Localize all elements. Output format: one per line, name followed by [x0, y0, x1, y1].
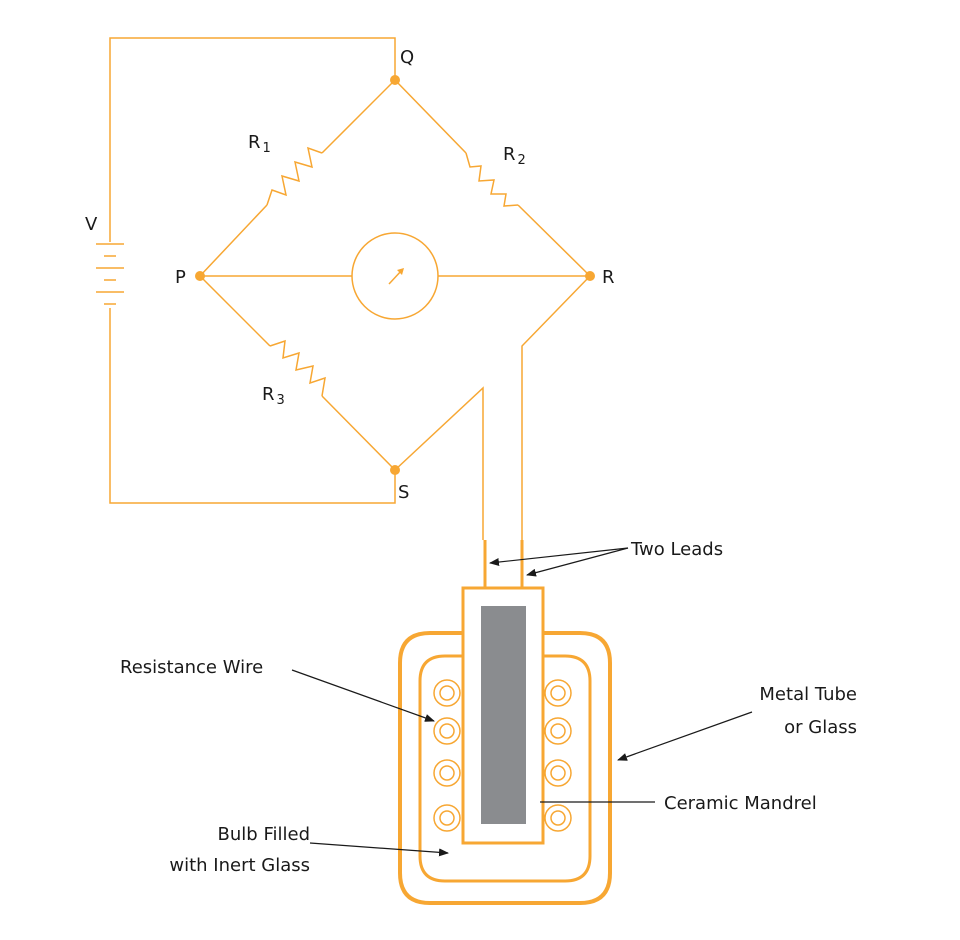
lead-wire-right: [521, 275, 591, 540]
coil-left-1: [433, 679, 461, 707]
node-s-dot: [390, 465, 400, 475]
coil-right-2: [544, 717, 572, 745]
coil-left-3: [433, 759, 461, 787]
callout-two-leads-arrow-2: [526, 547, 629, 577]
node-q-dot: [390, 75, 400, 85]
label-two-leads: Two Leads: [630, 539, 723, 560]
resistor-r1: [199, 79, 396, 277]
coil-left-2: [433, 717, 461, 745]
galvanometer-needle-icon: [388, 268, 404, 285]
callout-resistance-wire-arrow: [291, 669, 435, 722]
node-r-label: R: [602, 267, 615, 288]
node-q-label: Q: [400, 47, 414, 68]
label-bulb-line2: with Inert Glass: [169, 855, 310, 876]
wire-top-loop: [109, 37, 396, 242]
lead-wire-left: [394, 386, 484, 540]
callout-metal-tube-arrow: [617, 711, 753, 761]
ceramic-mandrel: [481, 606, 526, 824]
node-p-dot: [195, 271, 205, 281]
label-resistance-wire: Resistance Wire: [120, 657, 263, 678]
node-p-label: P: [175, 267, 186, 288]
battery-symbol: [96, 243, 124, 305]
node-s-label: S: [398, 482, 409, 503]
coil-right-4: [544, 804, 572, 832]
resistor-r2: [394, 79, 591, 277]
resistor-r3: [199, 275, 396, 471]
coil-right-1: [544, 679, 572, 707]
label-bulb-line1: Bulb Filled: [218, 824, 310, 845]
wire-bottom-loop: [109, 308, 396, 504]
callout-two-leads-arrow-1: [489, 547, 629, 567]
callout-bulb-arrow: [309, 842, 449, 857]
inner-bulb-outline: [418, 654, 592, 883]
label-ceramic-mandrel: Ceramic Mandrel: [664, 793, 817, 814]
metal-tube-outline: [398, 631, 612, 905]
coil-right-3: [544, 759, 572, 787]
coil-left-4: [433, 804, 461, 832]
label-metal-tube-line2: or Glass: [784, 717, 857, 738]
label-metal-tube-line1: Metal Tube: [759, 684, 857, 705]
battery-label: V: [85, 214, 98, 235]
galvanometer-icon: [351, 232, 439, 320]
node-r-dot: [585, 271, 595, 281]
